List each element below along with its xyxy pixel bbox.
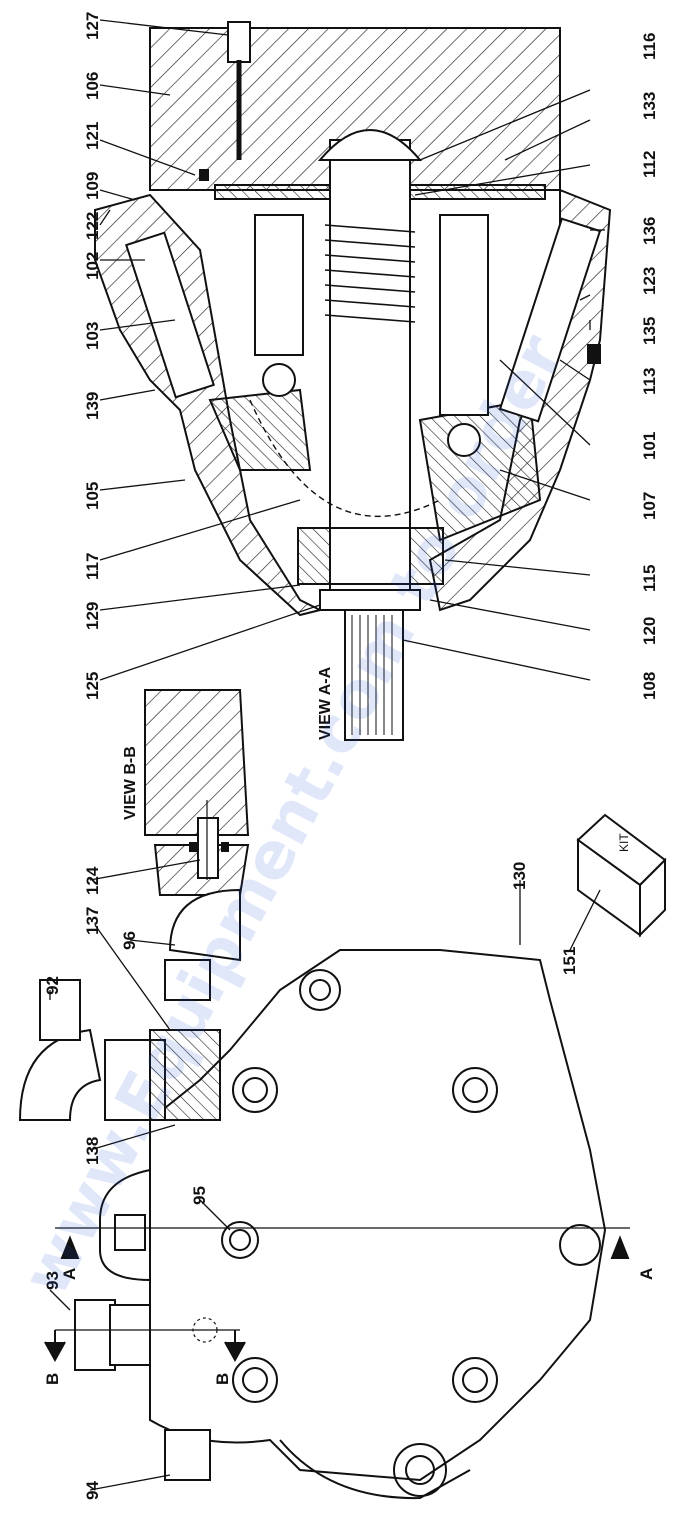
control-piston-left [124, 231, 216, 399]
pump-exterior [18, 888, 630, 1500]
callout-115: 115 [640, 565, 659, 592]
leader-lines [49, 19, 605, 1491]
callout-130: 130 [510, 862, 529, 890]
callout-92: 92 [43, 976, 62, 995]
callout-96: 96 [120, 931, 139, 950]
callout-103: 103 [83, 322, 102, 350]
piston-left [254, 214, 304, 356]
plug-95 [221, 1221, 259, 1259]
callout-121: 121 [83, 122, 102, 150]
section-marker-a-right: A [637, 1268, 656, 1280]
callout-94: 94 [83, 1481, 102, 1500]
callout-123: 123 [640, 267, 659, 295]
callout-133: 133 [640, 92, 659, 120]
callout-105: 105 [83, 482, 102, 510]
callout-136: 136 [640, 217, 659, 245]
callout-101: 101 [640, 432, 659, 460]
elbow-92 [18, 1028, 102, 1121]
bolt-heads [232, 969, 601, 1497]
callout-108: 108 [640, 672, 659, 700]
spline-108 [344, 609, 404, 741]
cap-port-127 [227, 21, 251, 63]
callout-93: 93 [43, 1271, 62, 1290]
callout-113: 113 [640, 368, 659, 395]
section-marker-b-left: B [43, 1373, 62, 1385]
section-view-b [144, 689, 250, 896]
callout-117: 117 [83, 553, 102, 580]
callout-124: 124 [83, 866, 102, 895]
kit-label: KIT [617, 833, 631, 852]
callout-112: 112 [640, 151, 659, 178]
port-section [149, 1029, 221, 1121]
fitting-94 [164, 1429, 211, 1481]
section-marker-b-right: B [213, 1373, 232, 1385]
callout-139: 139 [83, 392, 102, 420]
side-lug [99, 1168, 151, 1282]
callout-120: 120 [640, 617, 659, 645]
callout-125: 125 [83, 672, 102, 700]
callout-137: 137 [83, 907, 102, 935]
spline-teeth [351, 615, 393, 735]
shaft-nose [317, 129, 423, 161]
section-view-a [94, 21, 612, 741]
callout-107: 107 [640, 492, 659, 520]
view-b-title: VIEW B-B [122, 746, 139, 820]
piston-right [439, 214, 489, 416]
callout-129: 129 [83, 602, 102, 630]
block-b [144, 689, 250, 836]
spring [324, 224, 416, 323]
callout-127: 127 [83, 12, 102, 40]
callout-122: 122 [83, 212, 102, 240]
callout-106: 106 [83, 72, 102, 100]
callout-151: 151 [560, 947, 579, 975]
callout-109: 109 [83, 172, 102, 200]
callout-138: 138 [83, 1137, 102, 1165]
swash-arc [249, 399, 441, 517]
callout-116: 116 [640, 33, 659, 60]
kit-box-151: KIT [576, 813, 667, 938]
elbow-96 [168, 888, 241, 962]
callouts: 127 106 121 109 122 102 103 139 105 117 … [43, 12, 659, 1500]
mount-flange [279, 1439, 471, 1500]
callout-135: 135 [640, 317, 659, 345]
callout-95: 95 [190, 1186, 209, 1205]
view-a-title: VIEW A-A [317, 666, 334, 740]
section-marker-a-left: A [60, 1268, 79, 1280]
control-piston-right [498, 217, 602, 423]
callout-102: 102 [83, 252, 102, 280]
